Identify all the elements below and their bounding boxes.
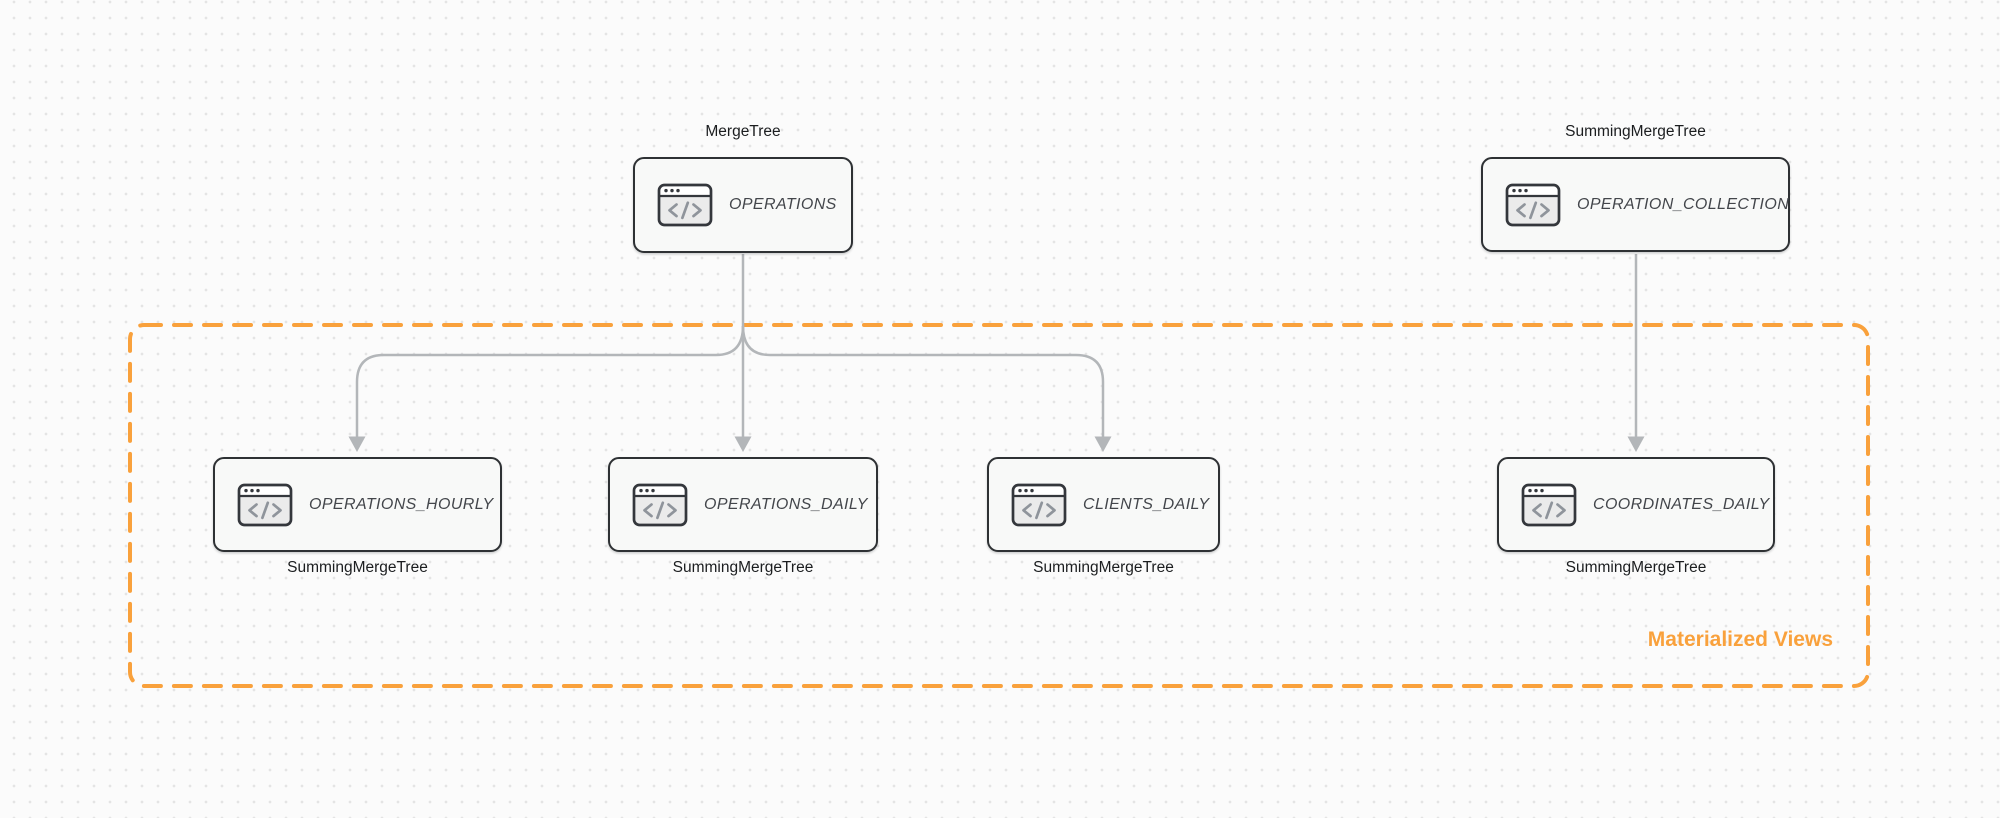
engine-label-clients-daily: SummingMergeTree [1033,559,1174,576]
materialized-views-group-label: Materialized Views [1647,628,1833,651]
table-node-operations-daily: OPERATIONS_DAILY [608,457,878,552]
code-window-icon [237,483,293,527]
table-node-coordinates-daily: COORDINATES_DAILY [1497,457,1775,552]
table-name-label: OPERATIONS_DAILY [704,495,868,513]
materialized-views-dashed-border [128,323,1870,688]
table-name-label: OPERATION_COLLECTION [1577,195,1790,213]
table-node-clients-daily: CLIENTS_DAILY [987,457,1220,552]
arrowhead-operations-daily [734,436,752,452]
code-window-icon [657,183,713,227]
code-window-icon [1011,483,1067,527]
arrow-operations-to-clients-daily [741,325,1105,437]
table-name-label: CLIENTS_DAILY [1083,495,1210,513]
engine-label-operations-hourly: SummingMergeTree [287,559,428,576]
table-name-label: OPERATIONS_HOURLY [309,495,494,513]
code-window-icon [1505,183,1561,227]
arrow-operations-to-operations-hourly [355,325,745,437]
arrowhead-coordinates-daily [1627,436,1645,452]
table-name-label: OPERATIONS [729,196,837,213]
arrowhead-operations-hourly [348,436,366,452]
code-window-icon [632,483,688,527]
arrowhead-clients-daily [1094,436,1112,452]
table-node-operations-hourly: OPERATIONS_HOURLY [213,457,502,552]
engine-label-operations-daily: SummingMergeTree [672,559,814,576]
engine-label-coordinates-daily: SummingMergeTree [1565,559,1707,576]
table-node-operation-collection: OPERATION_COLLECTION [1481,157,1790,252]
table-name-label: COORDINATES_DAILY [1593,495,1770,513]
table-node-operations: OPERATIONS [633,157,853,253]
engine-label-summingmergetree-source: SummingMergeTree [1565,123,1706,140]
code-window-icon [1521,483,1577,527]
engine-label-mergetree: MergeTree [705,123,781,140]
